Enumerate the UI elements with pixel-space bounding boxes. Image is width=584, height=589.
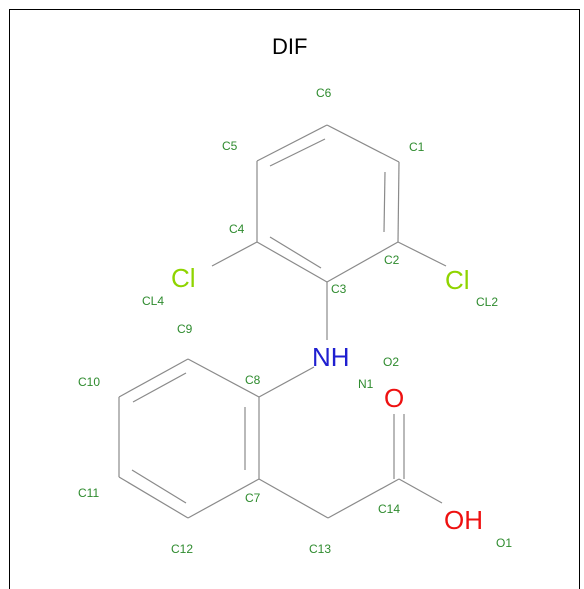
bond-c9-c10-inner — [132, 372, 187, 403]
atom-label-c10: C10 — [78, 375, 100, 389]
bond-c7-c13 — [258, 478, 329, 519]
atom-label-o2: O2 — [383, 355, 399, 369]
dichlorophenyl-ring — [256, 124, 400, 283]
bond-n1-c8 — [258, 366, 315, 398]
bond-c11-c12 — [118, 476, 189, 519]
atom-label-cl2: CL2 — [476, 295, 498, 309]
bond-c2-c3 — [326, 241, 399, 283]
atom-label-c13: C13 — [309, 542, 331, 556]
chlorine-left-label: Cl — [171, 263, 196, 293]
atom-label-cl4: CL4 — [142, 294, 164, 308]
atom-label-c1: C1 — [409, 140, 425, 154]
bond-c1-c2 — [397, 161, 400, 243]
molecule-title: DIF — [272, 34, 307, 59]
atom-label-c4: C4 — [229, 222, 245, 236]
bond-c11-c12-inner — [131, 469, 187, 504]
bond-c4-cl4 — [211, 241, 258, 267]
atom-label-c12: C12 — [171, 542, 193, 556]
chlorine-right-label: Cl — [445, 265, 470, 295]
atom-label-c7: C7 — [245, 491, 261, 505]
bond-c6-c1 — [326, 124, 400, 163]
atom-index-labels: C6 C5 C1 C4 C2 C3 CL4 CL2 C9 O2 C8 C10 N… — [78, 86, 512, 556]
atom-label-c8: C8 — [245, 373, 261, 387]
phenylacetic-ring — [118, 358, 260, 519]
bond-c5-c6 — [256, 124, 328, 162]
atom-label-n1: N1 — [358, 377, 374, 391]
diagram-frame — [9, 9, 580, 589]
bond-c14-o1 — [398, 478, 443, 504]
amine-label: NH — [312, 342, 350, 372]
bond-c8-c9 — [187, 358, 260, 398]
bond-c3-c4-inner — [269, 236, 322, 269]
atom-label-c2: C2 — [384, 253, 400, 267]
bond-c12-c7 — [187, 478, 260, 519]
bond-c13-c14 — [327, 478, 400, 519]
atom-label-c3: C3 — [331, 282, 347, 296]
atom-label-c11: C11 — [78, 486, 99, 500]
atom-label-o1: O1 — [496, 536, 512, 550]
atom-label-c5: C5 — [222, 139, 238, 153]
bond-c1-c2-inner — [383, 171, 386, 233]
atom-label-c9: C9 — [177, 322, 193, 336]
bond-c2-cl2 — [397, 241, 447, 267]
bond-c5-c6-inner — [269, 138, 326, 167]
bond-c9-c10 — [118, 358, 189, 398]
atom-label-c6: C6 — [316, 86, 332, 100]
hydroxyl-label: OH — [444, 505, 483, 535]
bond-c3-c4 — [256, 241, 328, 283]
atom-label-c14: C14 — [378, 502, 400, 516]
carbonyl-oxygen-label: O — [384, 383, 404, 413]
